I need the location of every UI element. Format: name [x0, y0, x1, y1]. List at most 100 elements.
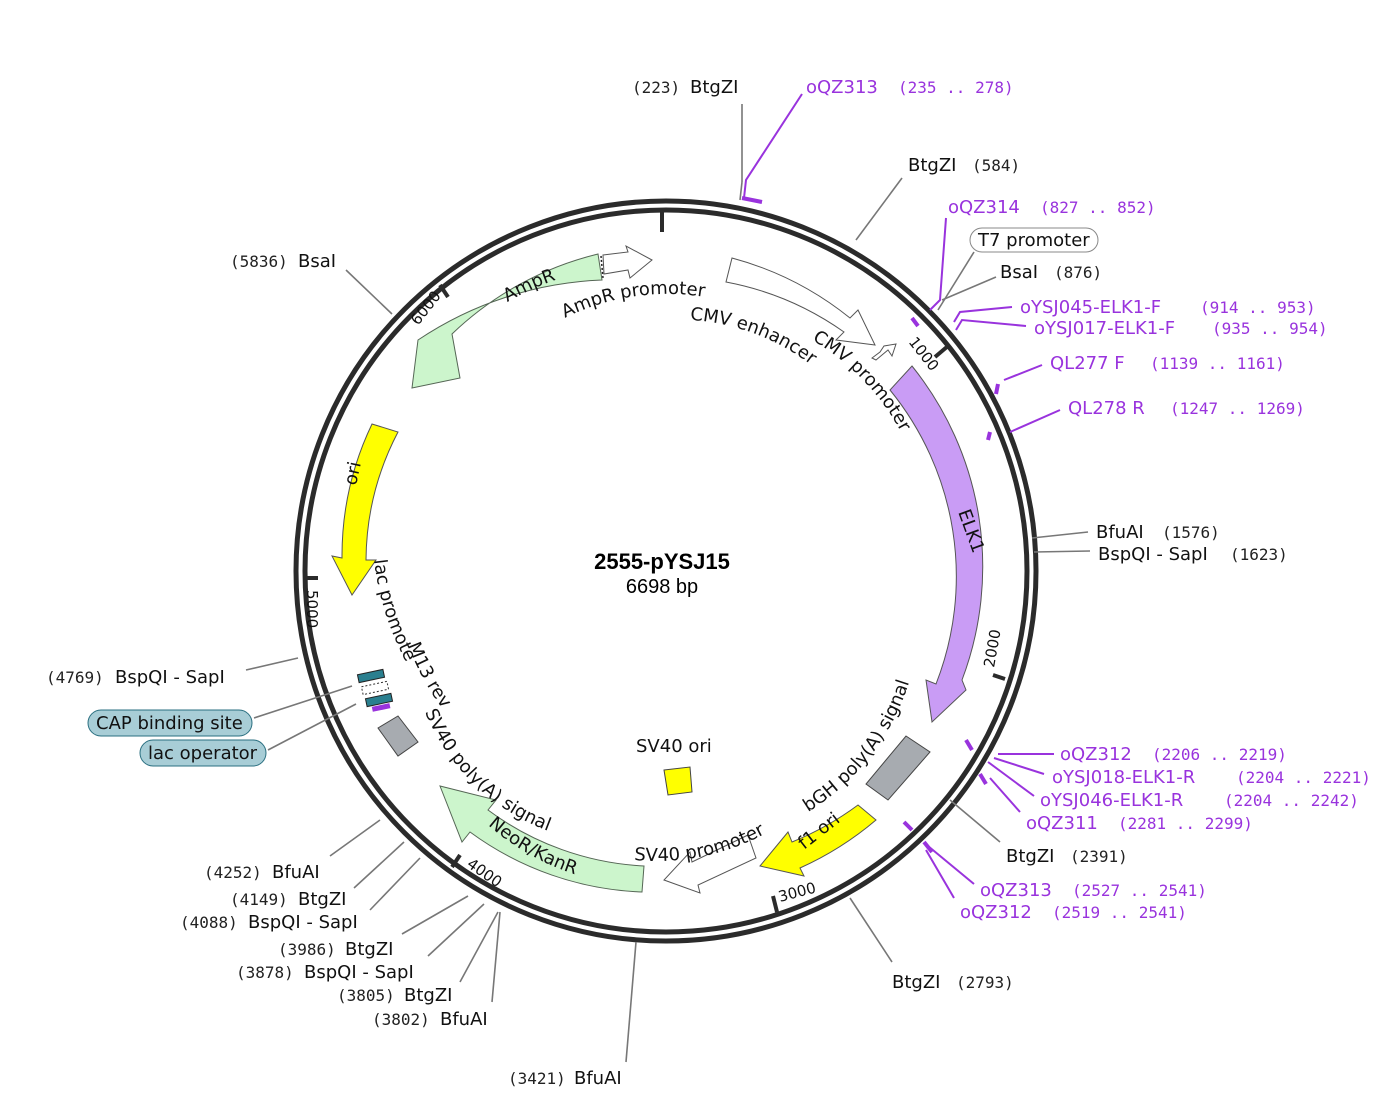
primer-range: (2281 .. 2299) — [1118, 814, 1253, 833]
neor-kanr-feature-arrow[interactable] — [439, 785, 645, 893]
enzyme-site-2391[interactable]: BtgZI (2391) — [949, 799, 1128, 867]
primer-oqz313-b[interactable]: oQZ313 (2527 .. 2541) — [902, 820, 1207, 901]
enzyme-line — [329, 819, 381, 857]
elk1-feature-arrow[interactable] — [889, 365, 984, 724]
enzyme-pos: (3805) — [337, 986, 395, 1005]
enzyme-pos: (2793) — [956, 973, 1014, 992]
cap-binding-line — [253, 685, 353, 719]
tick-5000: 5000 — [303, 590, 321, 628]
tick-3000-mark — [771, 895, 779, 913]
enzyme-site-4149[interactable]: (4149) BtgZI — [230, 841, 405, 910]
primer-oqz312-a[interactable]: oQZ312 (2206 .. 2219) — [964, 738, 1287, 765]
primer-line — [987, 761, 1035, 797]
primer-oqz312-b[interactable]: oQZ312 (2519 .. 2541) — [922, 840, 1187, 923]
primer-mark — [902, 820, 914, 832]
primer-mark — [978, 772, 988, 786]
lac-operator-line — [267, 703, 357, 751]
primer-range: (235 .. 278) — [898, 78, 1014, 97]
enzyme-site-5836[interactable]: (5836) BsaI — [230, 251, 393, 315]
enzyme-site-3878[interactable]: (3878) BspQI - SapI — [236, 903, 485, 983]
primer-name: oYSJ046-ELK1-R — [1040, 790, 1183, 811]
primer-oysj045[interactable]: oYSJ045-ELK1-F (914 .. 953) — [910, 297, 1316, 328]
primer-oqz314[interactable]: oQZ314 (827 .. 852) — [929, 197, 1156, 311]
ampr-promoter-arrow[interactable] — [602, 244, 653, 279]
enzyme-pos: (3878) — [236, 963, 294, 982]
primer-name: QL278 R — [1068, 398, 1145, 419]
primer-ql278r[interactable]: QL278 R (1247 .. 1269) — [986, 398, 1305, 441]
primer-range: (1139 .. 1161) — [1150, 354, 1285, 373]
enzyme-site-4252[interactable]: (4252) BfuAI — [204, 819, 381, 883]
primer-range: (2206 .. 2219) — [1152, 745, 1287, 764]
m13-rev-primer-feature[interactable] — [371, 703, 391, 712]
enzyme-pos: (4769) — [46, 668, 104, 687]
enzyme-site-3802[interactable]: (3802) BfuAI — [372, 911, 501, 1030]
enzyme-site-3805[interactable]: (3805) BtgZI — [337, 911, 499, 1006]
enzyme-line — [1033, 550, 1091, 553]
enzyme-site-2793[interactable]: BtgZI (2793) — [849, 897, 1014, 993]
primer-name: oQZ312 — [1060, 744, 1132, 765]
enzyme-name: BfuAI — [574, 1068, 622, 1089]
enzyme-site-1623[interactable]: BspQI - SapI (1623) — [1033, 544, 1288, 565]
enzyme-name: BtgZI — [908, 155, 956, 176]
tick-4000-mark — [450, 853, 462, 869]
primer-ql277f[interactable]: QL277 F (1139 .. 1161) — [994, 353, 1285, 395]
cmv-promoter-arrow[interactable] — [871, 343, 897, 361]
enzyme-pos: (4252) — [204, 863, 262, 882]
bgh-polya-feature[interactable] — [865, 735, 931, 801]
primer-oysj017[interactable]: oYSJ017-ELK1-F (935 .. 954) — [955, 318, 1328, 339]
sv40-promoter-arrow[interactable] — [663, 834, 757, 894]
primer-mark — [964, 738, 974, 752]
enzyme-name: BspQI - SapI — [248, 912, 358, 933]
ampr-feature-arrow[interactable] — [411, 253, 603, 389]
primer-mark — [922, 840, 934, 854]
enzyme-line — [739, 181, 743, 201]
primer-oqz311[interactable]: oQZ311 (2281 .. 2299) — [978, 772, 1253, 834]
enzyme-site-4088[interactable]: (4088) BspQI - SapI — [180, 857, 421, 933]
lac-operator-box[interactable] — [139, 739, 267, 767]
enzyme-pos: (5836) — [230, 252, 288, 271]
primer-name: oYSJ018-ELK1-R — [1052, 767, 1195, 788]
cap-binding-box[interactable] — [87, 709, 253, 737]
primer-mark — [741, 196, 763, 204]
primer-range: (1247 .. 1269) — [1170, 399, 1305, 418]
sv40-polya-feature[interactable] — [377, 715, 419, 757]
cmv-enhancer-label: CMV enhancer — [690, 304, 821, 369]
enzyme-site-3986[interactable]: (3986) BtgZI — [278, 895, 469, 960]
primer-range: (935 .. 954) — [1212, 319, 1328, 338]
enzyme-name: BspQI - SapI — [304, 962, 414, 983]
primer-oysj018[interactable]: oYSJ018-ELK1-R (2204 .. 2221) — [993, 757, 1371, 788]
lac-operator-feature[interactable] — [364, 692, 394, 708]
enzyme-site-876[interactable]: BsaI (876) — [941, 262, 1102, 301]
primer-name: oYSJ045-ELK1-F — [1020, 297, 1161, 318]
primer-name: oYSJ017-ELK1-F — [1034, 318, 1175, 339]
enzyme-name: BfuAI — [272, 862, 320, 883]
cmv-enhancer-arrow[interactable] — [725, 257, 876, 346]
enzyme-pos: (1623) — [1230, 545, 1288, 564]
enzyme-name: BsaI — [1000, 262, 1038, 283]
t7-promoter-line — [937, 251, 975, 311]
ori-feature-arrow[interactable] — [331, 423, 399, 596]
t7-promoter-box[interactable] — [969, 227, 1099, 253]
enzyme-site-584[interactable]: BtgZI (584) — [855, 155, 1020, 241]
lac-promoter-feature[interactable] — [360, 680, 390, 696]
tick-2000-mark — [992, 673, 1006, 681]
enzyme-site-1576[interactable]: BfuAI (1576) — [1031, 522, 1220, 543]
primer-line — [927, 845, 975, 885]
enzyme-line — [849, 897, 893, 963]
primer-oysj046[interactable]: oYSJ046-ELK1-R (2204 .. 2242) — [987, 761, 1359, 811]
enzyme-pos: (584) — [972, 156, 1020, 175]
primer-name: oQZ312 — [960, 902, 1032, 923]
enzyme-site-4769[interactable]: (4769) BspQI - SapI — [46, 657, 299, 688]
f1-ori-feature-arrow[interactable] — [759, 804, 877, 877]
primer-line — [989, 777, 1021, 813]
enzyme-site-223[interactable]: (223) BtgZI — [632, 77, 743, 201]
cap-binding-feature[interactable] — [356, 668, 386, 684]
enzyme-line — [245, 657, 299, 671]
primer-oqz313-a[interactable]: oQZ313 (235 .. 278) — [741, 77, 1014, 204]
enzyme-line — [949, 799, 1001, 843]
enzyme-line — [353, 841, 405, 889]
enzyme-site-3421[interactable]: (3421) BfuAI — [508, 941, 637, 1089]
enzyme-pos: (223) — [632, 78, 680, 97]
cap-binding-label: CAP binding site — [96, 713, 243, 734]
enzyme-pos: (4149) — [230, 890, 288, 909]
